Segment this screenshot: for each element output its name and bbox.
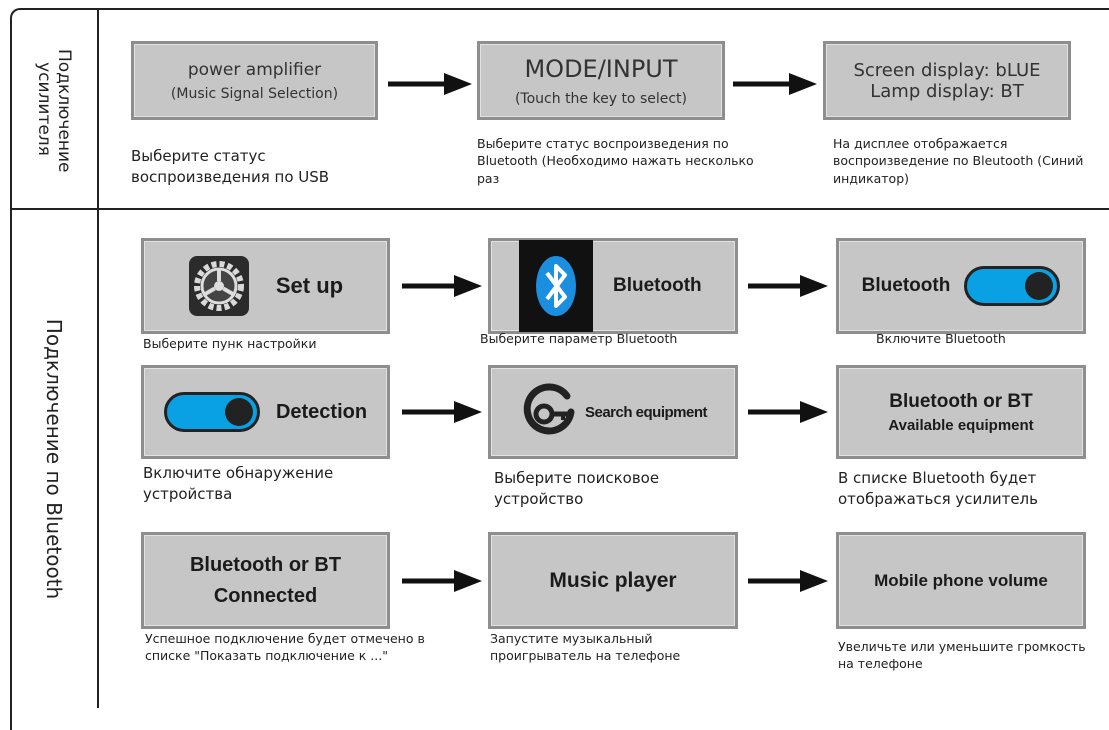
toggle-switch-icon xyxy=(163,392,260,432)
section-label-bluetooth: Подключение по Bluetooth xyxy=(12,210,96,707)
music-player-label: Music player xyxy=(549,568,677,592)
bluetooth-param-label: Bluetooth xyxy=(613,275,702,296)
section-divider xyxy=(10,208,1109,210)
screen-display-label: Screen display: bLUE xyxy=(853,59,1041,81)
caption-bt-status: Выберите статус воспроизведения по Bluet… xyxy=(477,136,754,186)
caption-select-setup: Выберите пунк настройки xyxy=(143,336,317,351)
outer-frame xyxy=(10,8,1109,730)
caption-usb-status: Выберите статус воспроизведения по USB xyxy=(131,147,330,186)
detection-box: Detection xyxy=(141,365,390,459)
caption-display-bt: На дисплее отображается воспроизведение … xyxy=(833,136,1084,186)
available-equipment-label: Available equipment xyxy=(888,416,1034,434)
available-equipment-box: Bluetooth or BT Available equipment xyxy=(836,365,1086,459)
connected-bt-label: Bluetooth or BT xyxy=(189,553,342,576)
arrow-right-icon xyxy=(388,73,472,95)
section-title-usb: Подключение усилителя xyxy=(34,48,74,173)
label-column-divider xyxy=(97,8,99,708)
caption-select-bluetooth: Выберите параметр Bluetooth xyxy=(480,331,678,346)
section-label-usb: Подключение усилителя xyxy=(12,10,96,207)
connected-label: Connected xyxy=(213,584,318,607)
caption-enable-bluetooth: Включите Bluetooth xyxy=(876,331,1006,346)
search-equipment-icon xyxy=(523,383,575,435)
detection-label: Detection xyxy=(275,400,368,423)
arrow-right-icon xyxy=(748,275,828,297)
bluetooth-select-box: Bluetooth xyxy=(488,238,738,334)
search-equipment-box: Search equipment xyxy=(488,365,738,459)
available-bt-label: Bluetooth or BT xyxy=(889,390,1033,412)
power-amplifier-box: power amplifier (Music Signal Selection) xyxy=(131,41,378,120)
mode-input-box: MODE/INPUT (Touch the key to select) xyxy=(477,41,725,120)
bluetooth-icon xyxy=(519,240,593,332)
arrow-right-icon xyxy=(748,570,828,592)
screen-display-box: Screen display: bLUE Lamp display: BT xyxy=(823,41,1071,120)
phone-volume-label: Mobile phone volume xyxy=(874,570,1048,590)
gear-icon xyxy=(188,256,249,316)
arrow-right-icon xyxy=(402,401,482,423)
setup-label: Set up xyxy=(275,273,344,298)
bluetooth-toggle-label: Bluetooth xyxy=(861,275,951,296)
music-signal-selection-label: (Music Signal Selection) xyxy=(170,85,339,102)
setup-box: Set up xyxy=(141,238,390,334)
arrow-right-icon xyxy=(402,275,482,297)
toggle-switch-icon xyxy=(964,266,1061,306)
caption-connection-success: Успешное подключение будет отмечено в сп… xyxy=(145,631,425,664)
caption-enable-detection: Включите обнаружение устройства xyxy=(143,464,334,503)
mode-input-label: MODE/INPUT xyxy=(524,54,678,83)
caption-select-search-device: Выберите поисковое устройство xyxy=(494,469,660,508)
bluetooth-toggle-box: Bluetooth xyxy=(836,238,1086,334)
arrow-right-icon xyxy=(402,570,482,592)
phone-volume-box: Mobile phone volume xyxy=(836,532,1086,629)
music-player-box: Music player xyxy=(488,532,738,629)
lamp-display-label: Lamp display: BT xyxy=(870,80,1024,102)
search-equipment-label: Search equipment xyxy=(584,403,708,421)
power-amplifier-label: power amplifier xyxy=(187,59,322,80)
caption-amplifier-listed: В списке Bluetooth будет отображаться ус… xyxy=(838,469,1038,508)
caption-launch-player: Запустите музыкальный проигрыватель на т… xyxy=(490,631,681,664)
bt-connected-box: Bluetooth or BT Connected xyxy=(141,532,390,629)
section-title-bluetooth: Подключение по Bluetooth xyxy=(42,318,67,599)
arrow-right-icon xyxy=(748,401,828,423)
touch-key-label: (Touch the key to select) xyxy=(514,90,688,107)
arrow-right-icon xyxy=(733,73,817,95)
caption-adjust-volume: Увеличьте или уменьшите громкость на тел… xyxy=(838,639,1086,672)
